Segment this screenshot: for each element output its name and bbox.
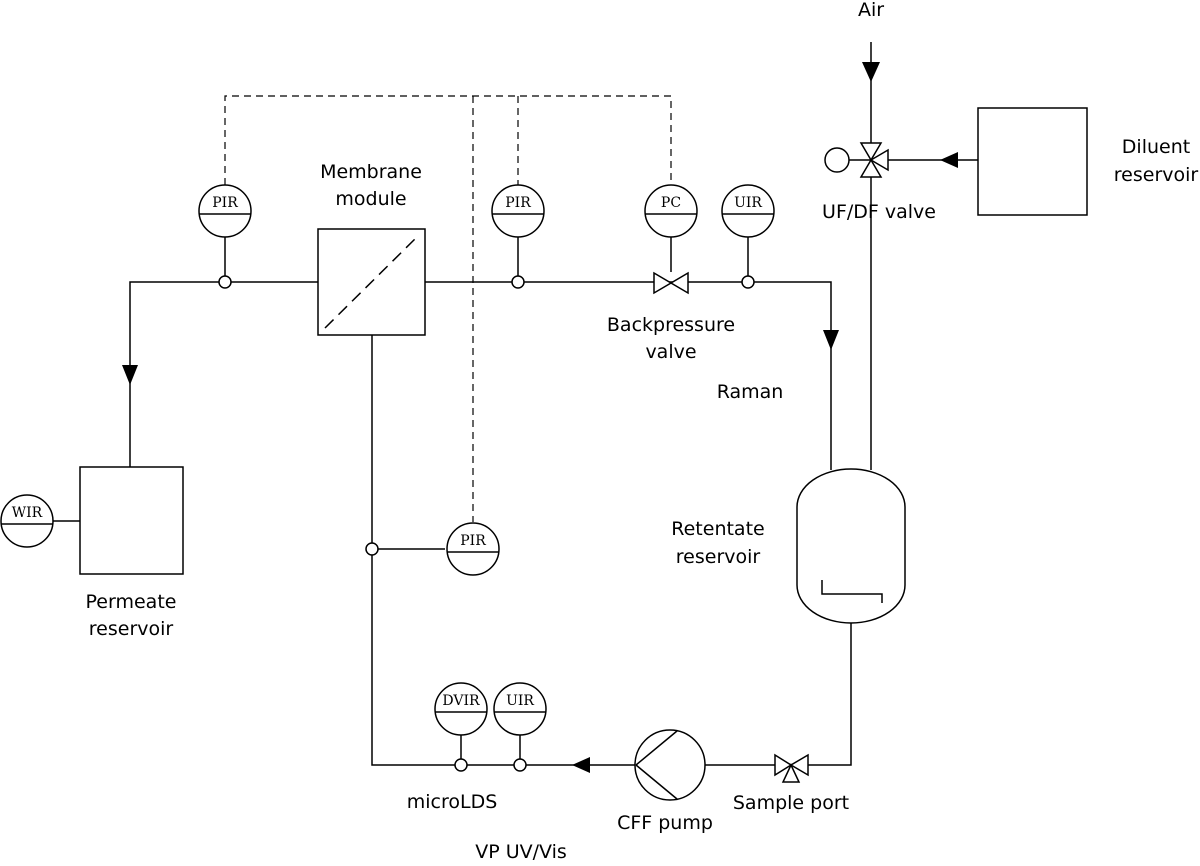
- retentate-flow-arrow: [823, 330, 839, 350]
- instrument-tag: WIR: [12, 505, 43, 521]
- sensor-taps: [218, 275, 755, 772]
- instrument-tag: PC: [661, 195, 681, 211]
- air-inlet-arrow: [862, 62, 880, 82]
- instrument-uir-retentate[interactable]: UIR: [721, 184, 775, 238]
- sample-port-label: Sample port: [733, 792, 849, 814]
- instrument-tag: PIR: [212, 195, 238, 211]
- permeate-flow-arrow: [122, 365, 138, 385]
- raman-label: Raman: [717, 381, 784, 403]
- instrument-dvir-feed[interactable]: DVIR: [434, 682, 488, 736]
- uf-df-valve-label: UF/DF valve: [822, 201, 936, 223]
- uf-df-valve[interactable]: [824, 142, 889, 178]
- backpressure-valve[interactable]: [653, 271, 689, 295]
- flow-arrows: [122, 62, 958, 773]
- microlds-label: microLDS: [407, 791, 498, 813]
- instrument-tag: DVIR: [442, 693, 480, 709]
- instrument-tag: PIR: [460, 533, 486, 549]
- instrument-tag: PIR: [505, 195, 531, 211]
- valve-actuator-icon: [824, 147, 850, 173]
- sample-port-valve[interactable]: [774, 753, 809, 783]
- permeate-reservoir: [79, 466, 184, 575]
- backpressure-valve-label-line2: valve: [645, 341, 696, 363]
- diluent-reservoir-label-line1: Diluent: [1122, 136, 1190, 158]
- vp-uv-vis-label: VP UV/Vis: [475, 841, 567, 863]
- retentate-reservoir-label-line1: Retentate: [671, 518, 764, 540]
- membrane-module: [317, 228, 426, 336]
- backpressure-valve-label-line1: Backpressure: [607, 314, 735, 336]
- retentate-reservoir: [796, 468, 906, 624]
- diluent-reservoir-label-line2: reservoir: [1114, 164, 1199, 186]
- instrument-pc-backpressure[interactable]: PC: [644, 184, 698, 238]
- instrument-pir-retentate[interactable]: PIR: [491, 184, 545, 238]
- diluent-flow-arrow: [940, 152, 958, 168]
- feed-flow-arrow: [572, 757, 590, 773]
- instrument-tag: UIR: [734, 195, 762, 211]
- signal-lines: [224, 95, 672, 522]
- permeate-reservoir-label-line1: Permeate: [86, 591, 177, 613]
- instrument-uir-feed[interactable]: UIR: [493, 682, 547, 736]
- diluent-reservoir: [977, 107, 1088, 216]
- instrument-wir-permeate[interactable]: WIR: [0, 494, 54, 548]
- membrane-module-label-line1: Membrane: [320, 161, 422, 183]
- retentate-reservoir-label-line2: reservoir: [676, 546, 761, 568]
- process-lines: [53, 42, 978, 766]
- instrument-pir-feed[interactable]: PIR: [446, 522, 500, 576]
- air-label: Air: [858, 0, 884, 21]
- raman-probe: [821, 580, 883, 603]
- instrument-tag: UIR: [506, 693, 534, 709]
- cff-pump[interactable]: [634, 729, 706, 801]
- instrument-pir-permeate[interactable]: PIR: [198, 184, 252, 238]
- cff-pump-label: CFF pump: [617, 812, 713, 834]
- membrane-module-label-line2: module: [335, 188, 406, 210]
- permeate-reservoir-label-line2: reservoir: [89, 618, 174, 640]
